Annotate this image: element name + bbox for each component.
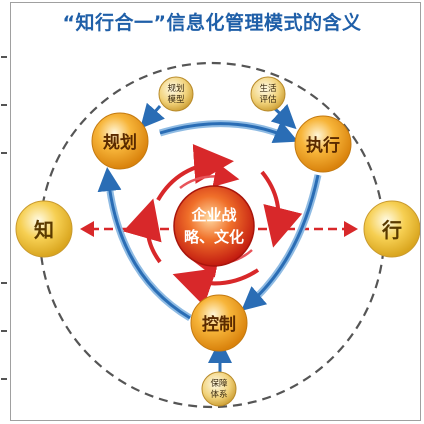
center-swirl-arrows xyxy=(123,143,303,306)
left-arrowhead-icon xyxy=(80,221,94,237)
guihua-label: 规划 xyxy=(103,132,137,153)
center-label-line2: 略、文化 xyxy=(184,228,244,246)
guihua-node xyxy=(91,112,149,170)
kongzhi-label: 控制 xyxy=(202,314,236,335)
guihua-moxing-label-line1: 规划 xyxy=(167,83,184,94)
zhixing-label: 执行 xyxy=(306,135,340,156)
zhi-node xyxy=(15,200,73,258)
shenghuo-pinggu-label-line2: 评估 xyxy=(259,94,277,105)
center-label-line1: 企业战 xyxy=(190,206,236,224)
baozhang-tixi-label-line1: 保障 xyxy=(210,378,228,389)
center-strategy-culture-node xyxy=(173,185,255,267)
kongzhi-node xyxy=(190,294,248,352)
baozhang-tixi-node xyxy=(201,371,237,407)
right-arrowhead-icon xyxy=(344,221,358,237)
left-margin-strip xyxy=(0,0,10,424)
diagram-title: “知行合一”信息化管理模式的含义 xyxy=(62,12,362,34)
baozhang-tixi-label-line2: 体系 xyxy=(210,389,227,400)
xing-label: 行 xyxy=(381,218,402,242)
arrow-guihua-moxing xyxy=(140,102,165,129)
margin-mark xyxy=(1,152,7,154)
guihua-moxing-node xyxy=(158,76,194,112)
zhi-label: 知 xyxy=(34,218,54,242)
arrow-kongzhi-to-guihua xyxy=(104,175,192,322)
guihua-moxing-label-line2: 模型 xyxy=(167,94,185,105)
margin-mark xyxy=(1,330,7,332)
shenghuo-pinggu-label-line1: 生活 xyxy=(259,83,277,94)
shenghuo-pinggu-node xyxy=(250,76,286,112)
margin-mark xyxy=(1,56,7,58)
margin-mark xyxy=(1,104,7,106)
arrow-zhixing-to-kongzhi xyxy=(245,174,322,308)
zhixing-node xyxy=(294,115,352,173)
margin-mark xyxy=(1,282,7,284)
margin-mark xyxy=(1,378,7,380)
